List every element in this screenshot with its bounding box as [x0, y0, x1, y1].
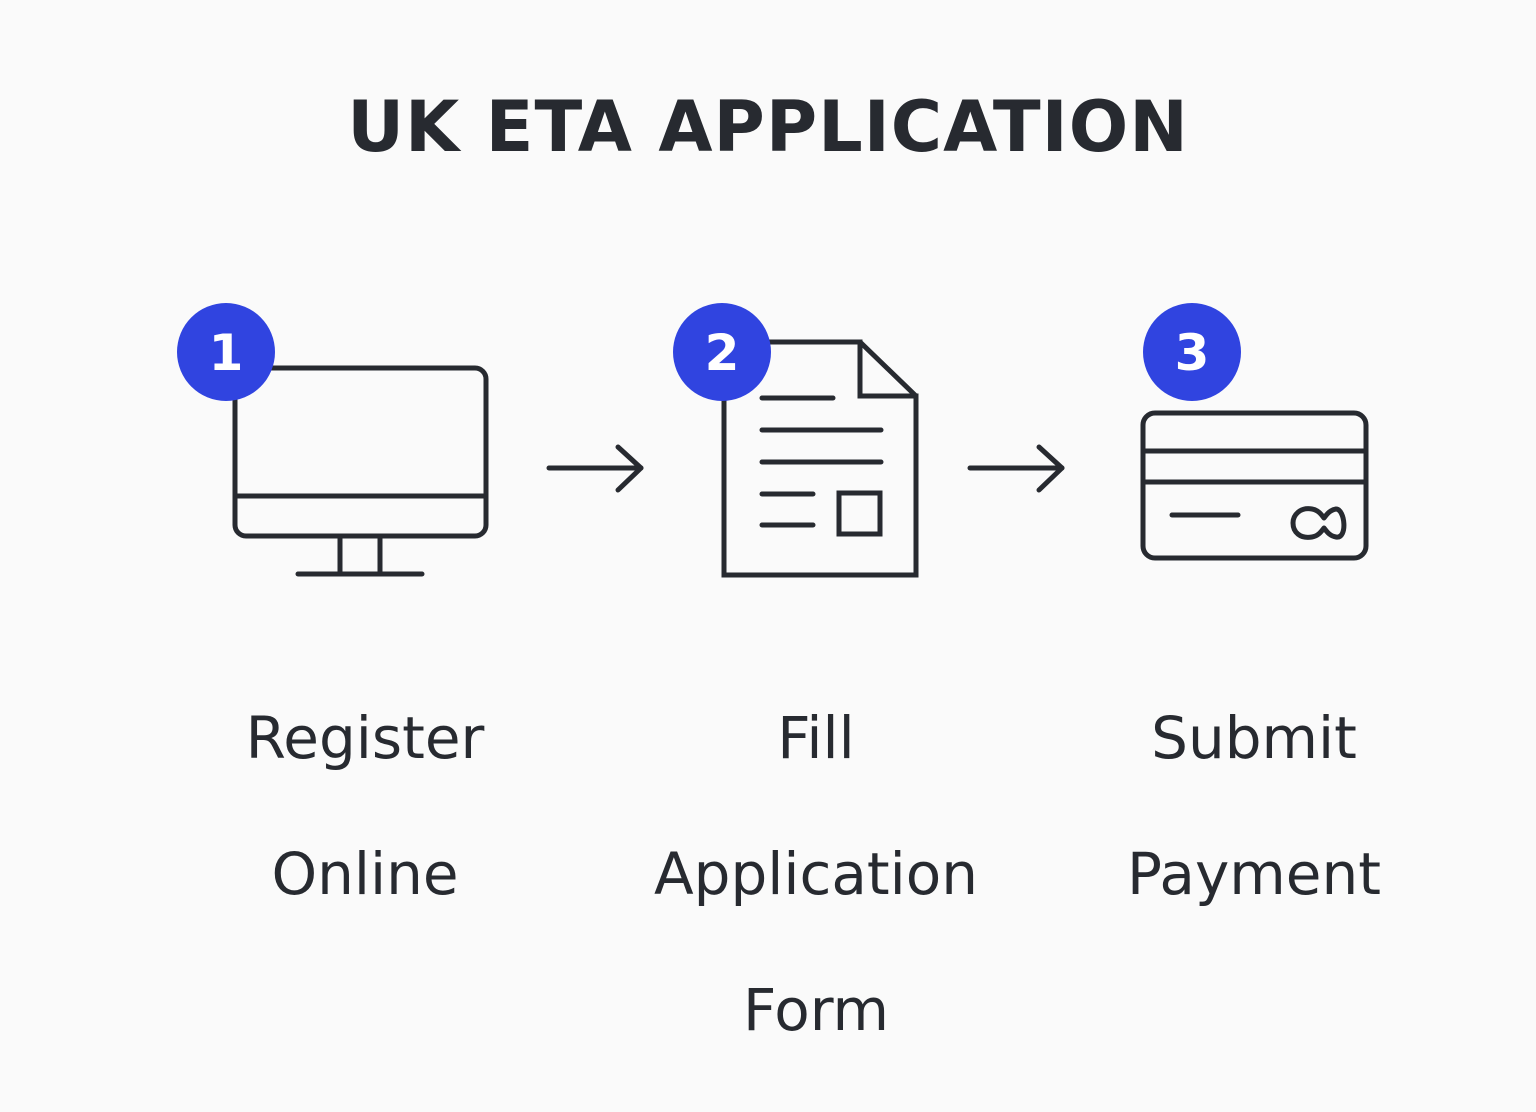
step-1-badge: 1 [177, 303, 275, 401]
step-3-label: Submit Payment [1044, 636, 1464, 976]
monitor-icon [232, 365, 489, 577]
step-3-number: 3 [1175, 324, 1210, 382]
step-3-label-line: Submit [1151, 704, 1357, 772]
step-2-number: 2 [705, 324, 740, 382]
arrow-right-icon [967, 444, 1065, 493]
step-2-badge: 2 [673, 303, 771, 401]
step-2-label-line: Application [653, 840, 979, 908]
step-2-label: Fill Application Form [606, 636, 1026, 1112]
page: UK ETA APPLICATION 1 [155, 86, 1464, 1044]
step-3-badge: 3 [1143, 303, 1241, 401]
step-1-label-line: Online [271, 840, 459, 908]
arrow-right-icon [546, 444, 644, 493]
step-2-label-line: Form [742, 976, 890, 1044]
process-diagram: 1 2 [177, 303, 1369, 578]
page-title: UK ETA APPLICATION [347, 86, 1189, 168]
step-3-label-line: Payment [1127, 840, 1381, 908]
step-1-label: Register Online [155, 636, 575, 976]
step-1-label-line: Register [245, 704, 485, 772]
document-icon [721, 339, 919, 578]
step-2-label-line: Fill [777, 704, 855, 772]
step-1-number: 1 [209, 324, 244, 382]
credit-card-icon [1140, 410, 1369, 561]
